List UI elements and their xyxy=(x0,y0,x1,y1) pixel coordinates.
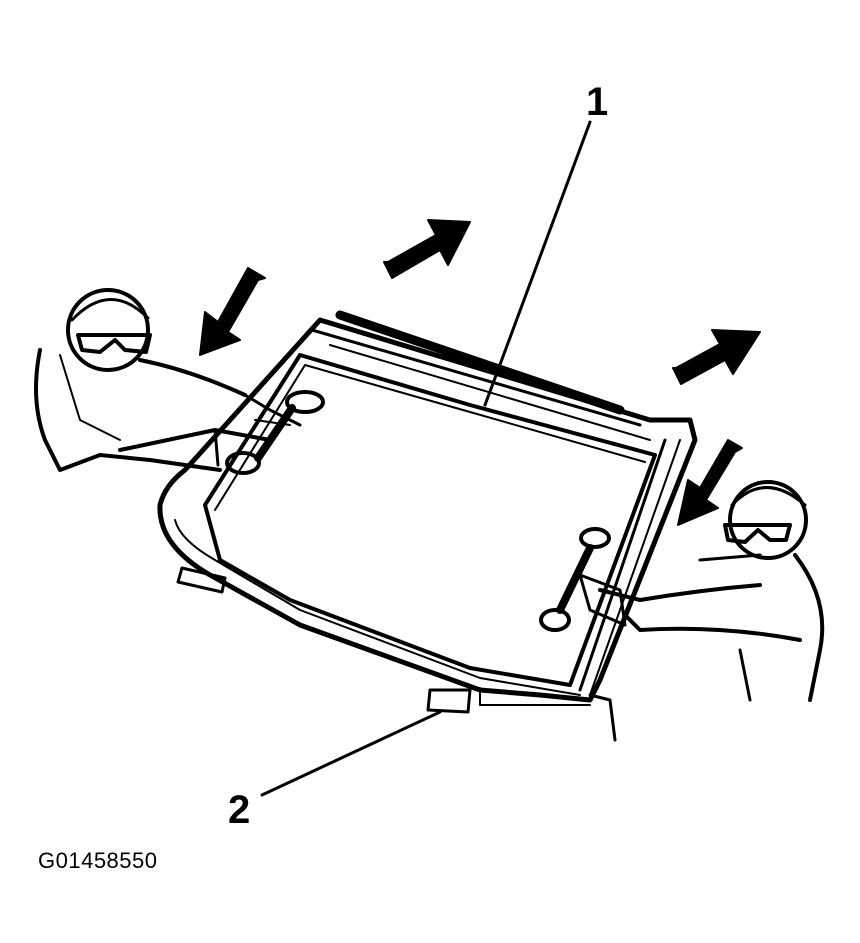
arrow-down-left-icon xyxy=(199,267,266,356)
spacer-block xyxy=(176,566,472,714)
callout-1: 1 xyxy=(586,80,609,124)
arrow-down-left-icon xyxy=(677,439,743,526)
leader-line-1 xyxy=(483,120,592,407)
windshield-glass xyxy=(157,310,698,742)
suction-cup-left xyxy=(225,390,325,475)
arrow-up-right-icon xyxy=(672,329,761,385)
arrow-up-right-icon xyxy=(383,219,471,279)
suction-cup-right xyxy=(539,527,611,632)
callout-2: 2 xyxy=(228,788,251,832)
technician-left xyxy=(34,288,302,472)
technician-right xyxy=(578,480,825,702)
figure-id: G01458550 xyxy=(38,848,158,873)
leader-line-2 xyxy=(260,710,442,797)
